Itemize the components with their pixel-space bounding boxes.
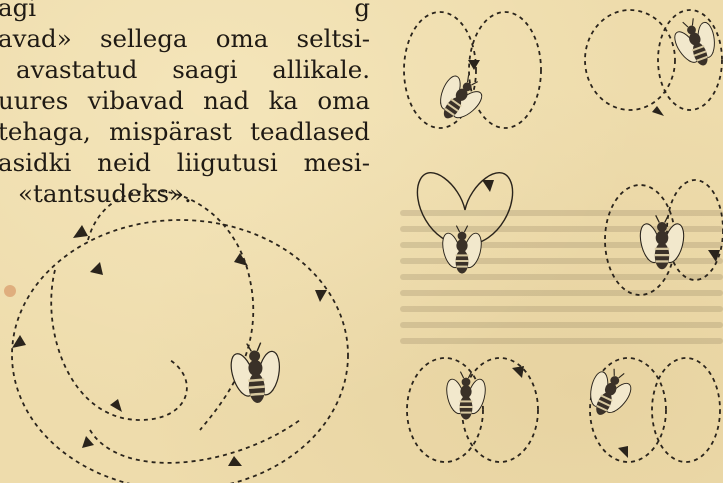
bee-icon	[427, 66, 491, 131]
round-dance-diagram	[12, 191, 348, 483]
bee-icon	[637, 215, 687, 269]
bee-icon	[444, 372, 489, 420]
bee-icon	[226, 341, 286, 405]
bee-icon	[440, 226, 485, 274]
bee-icon	[579, 362, 640, 424]
page-stain	[4, 285, 16, 297]
